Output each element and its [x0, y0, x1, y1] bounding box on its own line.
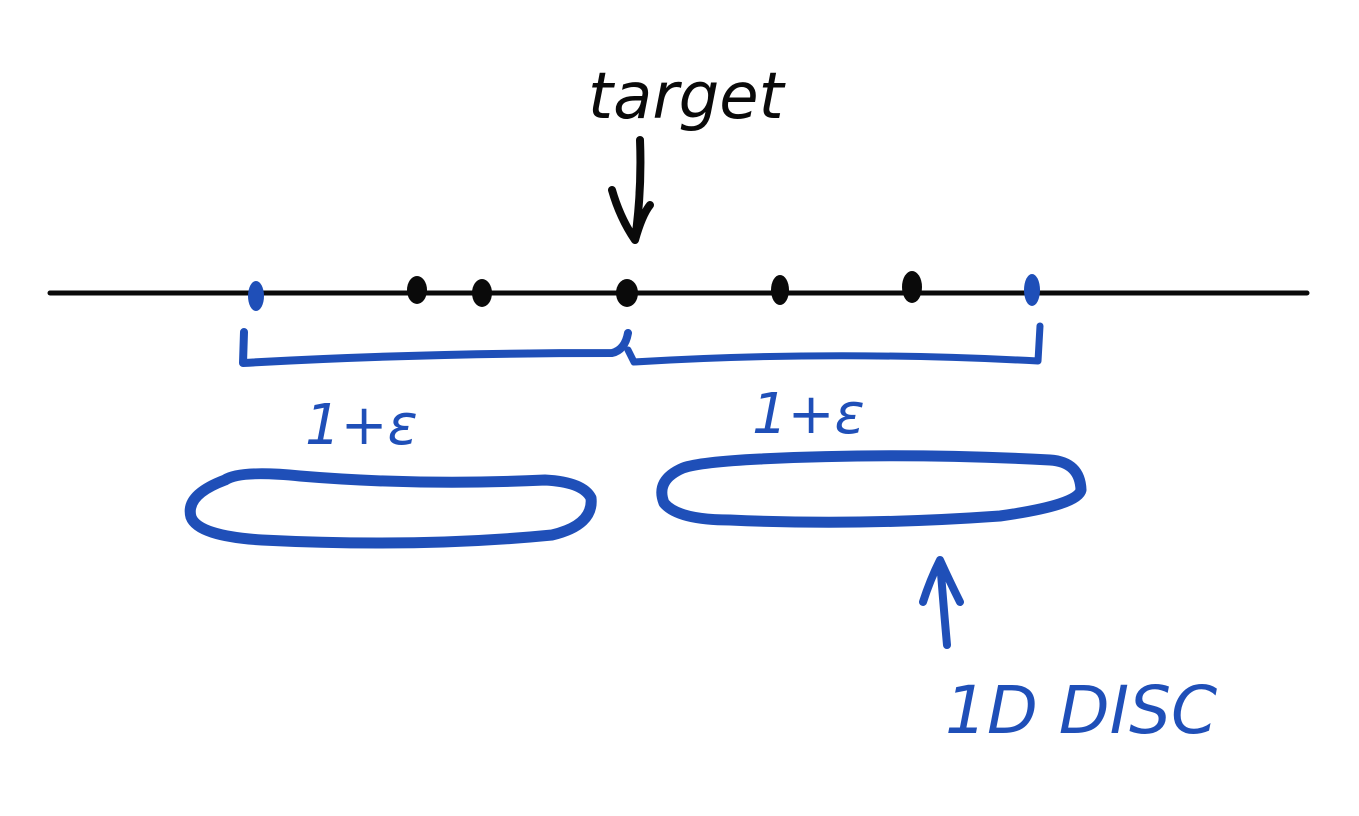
disc-pointer-arrow — [919, 556, 964, 649]
disc-label: 1D DISC — [945, 672, 1217, 749]
left-disc-outline — [184, 468, 597, 549]
interval-endpoint-left — [248, 281, 264, 311]
point-black — [902, 271, 922, 303]
point-black — [771, 275, 789, 305]
target-label: target — [588, 60, 787, 134]
left-interval-label: 1+ε — [305, 393, 418, 458]
right-bracket — [624, 322, 1044, 366]
right-interval-label: 1+ε — [752, 382, 865, 447]
right-disc-outline — [656, 450, 1087, 528]
target-arrow — [608, 136, 654, 244]
left-bracket — [239, 328, 632, 367]
interval-endpoint-right — [1024, 274, 1040, 306]
point-black — [472, 279, 492, 307]
point-black — [407, 276, 427, 304]
target-point — [616, 279, 638, 307]
